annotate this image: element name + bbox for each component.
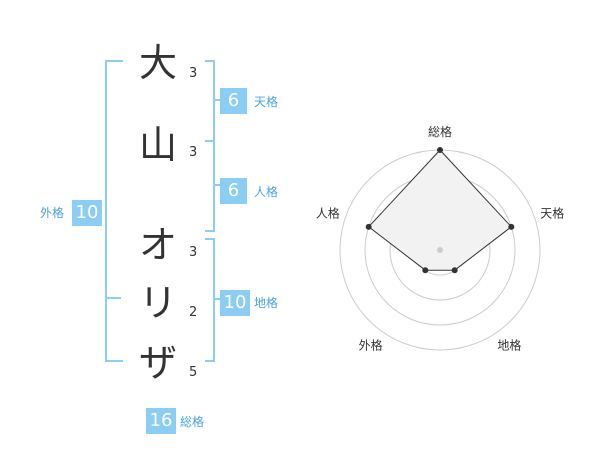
name-char-2: 山 <box>138 123 177 167</box>
radar-point-1 <box>437 147 443 153</box>
gaikaku-value: 10 <box>72 200 102 226</box>
gaikaku-divider <box>105 297 121 299</box>
soukaku-label: 総格 <box>180 415 205 429</box>
name-char-5: ザ <box>138 341 177 385</box>
jinkaku-label: 人格 <box>254 185 279 199</box>
radar-axis-label-3: 地格 <box>497 338 521 353</box>
stroke-count-4: 2 <box>189 305 198 320</box>
radar-point-2 <box>508 223 515 230</box>
name-char-4: リ <box>138 281 177 325</box>
jinkaku-bracket <box>205 140 215 232</box>
radar-point-4 <box>422 267 429 274</box>
jinkaku-connector <box>213 184 220 186</box>
radar-center-dot <box>437 247 443 253</box>
stroke-count-2: 3 <box>189 145 198 160</box>
chikaku-bracket <box>205 238 215 362</box>
tenkaku-connector <box>213 99 220 101</box>
stroke-count-3: 3 <box>189 245 198 260</box>
jinkaku-value: 6 <box>220 178 247 204</box>
stroke-count-1: 3 <box>189 66 198 81</box>
name-char-1: 大 <box>138 41 177 85</box>
gaikaku-bracket <box>105 60 123 362</box>
gaikaku-label: 外格 <box>40 206 65 220</box>
radar-axis-label-1: 総格 <box>428 124 452 139</box>
radar-points <box>365 147 515 274</box>
chikaku-connector <box>213 298 220 300</box>
tenkaku-value: 6 <box>220 88 247 114</box>
stroke-count-5: 5 <box>189 365 198 380</box>
radar-point-3 <box>451 267 458 274</box>
radar-data-area <box>367 149 513 271</box>
chikaku-label: 地格 <box>254 296 279 310</box>
chikaku-value: 10 <box>220 290 250 316</box>
radar-axis-label-4: 外格 <box>359 338 383 353</box>
name-char-3: オ <box>138 223 177 267</box>
radar-axis-label-5: 人格 <box>316 206 340 221</box>
radar-point-5 <box>365 223 372 230</box>
radar-axis-label-2: 天格 <box>540 206 564 221</box>
soukaku-value: 16 <box>146 408 176 434</box>
tenkaku-label: 天格 <box>254 95 279 109</box>
